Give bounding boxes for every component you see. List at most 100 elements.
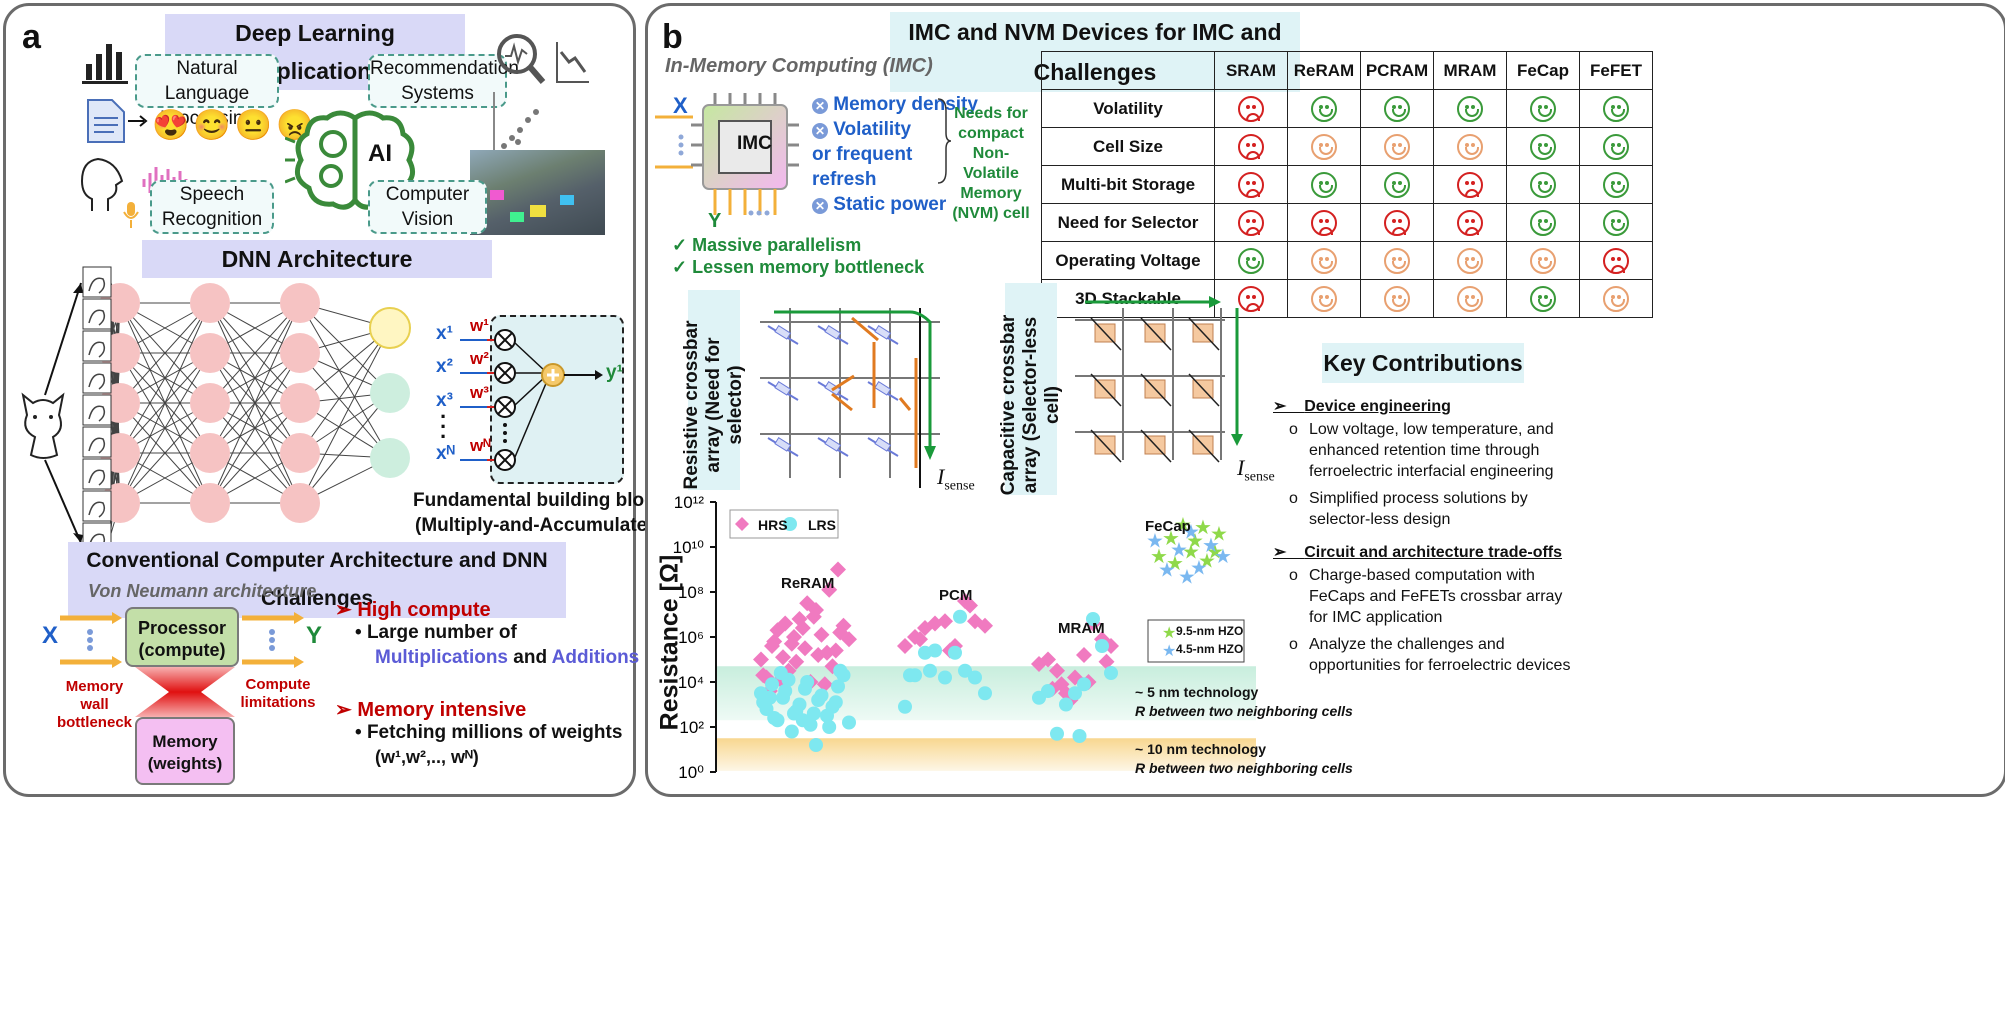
legend-hrs: HRS	[758, 517, 788, 533]
hrs-point	[810, 647, 827, 663]
hzo-star-point: ★	[1194, 517, 1212, 539]
cat-thumbnail	[82, 426, 112, 458]
lrs-point	[1068, 686, 1082, 701]
table-cell	[1360, 127, 1434, 166]
challenge-memory-line2: (w¹,w²,.., wᴺ)	[375, 747, 479, 767]
memory-wall-funnel	[135, 667, 235, 717]
smiley-face-icon	[1311, 285, 1337, 312]
hrs-point	[830, 561, 846, 578]
key-contributions-header: Key Contributions	[1322, 343, 1524, 383]
mac-weight-n: wᴺ	[470, 436, 491, 455]
y-axis-label: Resistance [Ω]	[655, 554, 684, 731]
lrs-point	[968, 670, 982, 685]
isense-sub: sense	[944, 478, 975, 494]
microphone-icon	[123, 202, 139, 228]
y-tick-label: 10²	[679, 718, 704, 737]
resistor-cell	[867, 437, 899, 457]
brace-icon	[937, 98, 952, 184]
svg-text:★: ★	[1162, 625, 1176, 642]
group-label-mram: MRAM	[1058, 620, 1105, 637]
legend-hzo-95: 9.5-nm HZO	[1176, 624, 1244, 638]
neuron-node	[190, 433, 230, 473]
vn-input-arrows	[60, 612, 122, 668]
table-cell	[1287, 203, 1361, 242]
mac-dots: ···	[440, 404, 448, 449]
table-row-label: Cell Size	[1041, 127, 1215, 166]
von-neumann-label: Von Neumann architecture	[88, 581, 317, 601]
group-label-pcm: PCM	[939, 587, 973, 604]
lrs-point	[958, 663, 972, 678]
hrs-point	[788, 653, 805, 670]
hzo-star-point: ★	[1190, 557, 1208, 579]
mac-input-3: x³	[436, 390, 453, 411]
hrs-point	[797, 640, 813, 657]
table-cell	[1287, 89, 1361, 128]
capacitor-cell	[1140, 373, 1172, 407]
hrs-point	[1040, 651, 1056, 668]
memory-label: Memory (weights)	[147, 732, 223, 773]
lrs-point	[842, 715, 856, 730]
sad-face-icon	[1238, 133, 1264, 160]
hrs-point	[897, 638, 913, 654]
mac-output: y¹	[606, 362, 623, 383]
lrs-point	[767, 711, 782, 725]
table-corner	[1041, 51, 1215, 90]
resistive-crossbar	[760, 308, 940, 488]
challenge-memory-title-text: Memory intensive	[357, 699, 527, 721]
lrs-point	[923, 663, 937, 678]
hzo-star-point: ★	[1210, 524, 1228, 546]
smiley-face-icon	[1530, 133, 1556, 160]
kc-circuit-item-1-text: Charge-based computation with FeCaps and…	[1309, 567, 1563, 626]
speaker-head-icon	[80, 157, 124, 211]
table-row: Need for Selector	[1041, 203, 1653, 242]
capacitor-cell	[1140, 317, 1172, 351]
table-row: Multi-bit Storage	[1041, 165, 1653, 204]
lrs-point	[762, 690, 777, 705]
smiley-face-icon	[1311, 171, 1337, 198]
table-cell	[1506, 127, 1580, 166]
neuron-node	[190, 283, 230, 323]
table-cell	[1433, 241, 1507, 280]
sad-face-icon	[1238, 171, 1264, 198]
cat-thumbnail	[82, 394, 112, 426]
smiley-face-icon	[1457, 95, 1483, 122]
needs-nvm-text: Needs for compact Non-Volatile Memory (N…	[952, 105, 1030, 222]
lrs-point	[778, 684, 793, 698]
conventional-header: Conventional Computer Architecture and D…	[68, 542, 566, 618]
hrs-point	[794, 620, 811, 636]
smiley-face-icon	[1530, 209, 1556, 236]
resistor-cell	[817, 437, 849, 457]
table-cell	[1579, 165, 1653, 204]
sad-face-icon	[1457, 209, 1483, 236]
table-row-label: Multi-bit Storage	[1041, 165, 1215, 204]
table-cell	[1433, 165, 1507, 204]
cat-thumbnail	[82, 330, 112, 362]
cat-thumbnail	[82, 490, 112, 522]
lrs-point	[809, 738, 823, 752]
benefit-2-text: Lessen memory bottleneck	[692, 257, 925, 277]
smiley-face-icon	[1603, 209, 1629, 236]
vision-label: Computer Vision	[385, 184, 470, 230]
table-cell	[1506, 203, 1580, 242]
processor-label: Processor (compute)	[137, 618, 227, 660]
lrs-point	[1050, 726, 1064, 741]
sad-face-icon	[1238, 95, 1264, 122]
lrs-point	[806, 706, 821, 721]
hrs-point	[977, 617, 993, 634]
mac-input-2: x²	[436, 356, 453, 377]
output-node	[369, 307, 411, 349]
smiley-face-icon	[1530, 171, 1556, 198]
lrs-point	[795, 713, 810, 728]
smiley-face-icon	[1384, 133, 1410, 160]
table-cell	[1360, 165, 1434, 204]
lrs-point	[831, 679, 845, 694]
hzo-star-point: ★	[1146, 530, 1164, 552]
speech-box: Speech Recognition	[150, 180, 274, 234]
hrs-point	[783, 635, 800, 652]
neuron-node	[190, 383, 230, 423]
lrs-point	[800, 675, 815, 689]
smiley-face-icon	[1530, 95, 1556, 122]
